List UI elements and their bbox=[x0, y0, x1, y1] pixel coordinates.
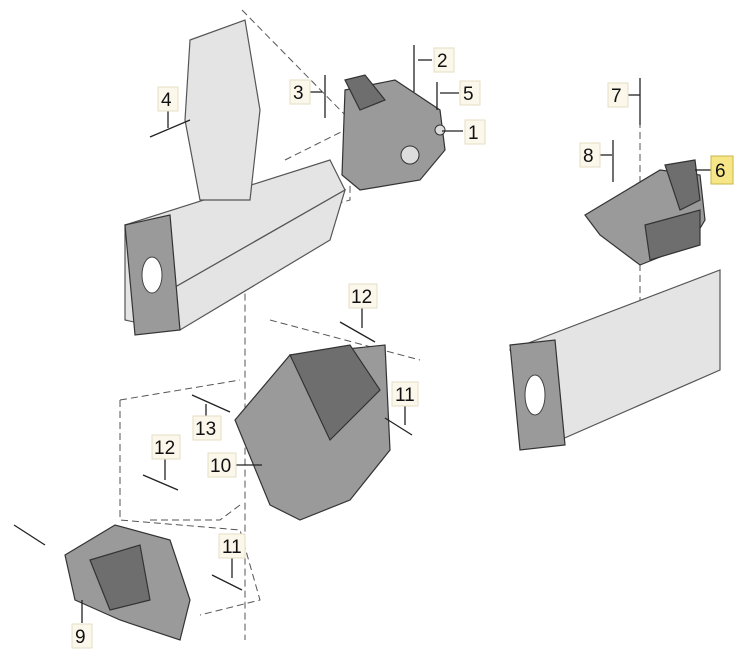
callout-3[interactable]: 3 bbox=[289, 79, 311, 105]
bolt-13 bbox=[191, 394, 231, 413]
bolt-11-upper bbox=[384, 417, 413, 436]
bolt-4 bbox=[149, 119, 191, 138]
gearbox-mount-part-6 bbox=[584, 159, 706, 266]
callout-6-highlighted[interactable]: 6 bbox=[710, 155, 734, 185]
bolts bbox=[13, 45, 641, 591]
svg-text:12: 12 bbox=[154, 438, 175, 459]
bracket-part-10 bbox=[234, 344, 391, 521]
svg-text:11: 11 bbox=[222, 537, 242, 558]
callout-4[interactable]: 4 bbox=[157, 86, 179, 112]
leader-lines bbox=[81, 59, 711, 623]
callout-12-upper[interactable]: 12 bbox=[348, 283, 378, 309]
svg-text:12: 12 bbox=[351, 287, 372, 308]
svg-text:1: 1 bbox=[468, 123, 479, 144]
svg-text:8: 8 bbox=[583, 146, 594, 167]
svg-text:4: 4 bbox=[161, 90, 172, 111]
engine-mount-part-1 bbox=[341, 74, 446, 191]
callout-9[interactable]: 9 bbox=[71, 623, 93, 649]
svg-text:13: 13 bbox=[195, 419, 216, 440]
bracket-part-9 bbox=[64, 524, 191, 641]
left-body-rail bbox=[124, 19, 347, 336]
callout-10[interactable]: 10 bbox=[207, 452, 237, 478]
callout-12-lower[interactable]: 12 bbox=[151, 434, 181, 460]
callout-1[interactable]: 1 bbox=[464, 119, 486, 145]
callout-5[interactable]: 5 bbox=[459, 80, 481, 106]
svg-text:2: 2 bbox=[437, 51, 448, 72]
bolt-11-lower bbox=[211, 574, 243, 591]
svg-text:11: 11 bbox=[395, 385, 415, 406]
callout-13[interactable]: 13 bbox=[192, 415, 222, 441]
svg-text:9: 9 bbox=[75, 627, 86, 648]
bolt-12-lower bbox=[142, 474, 179, 491]
callout-11-lower[interactable]: 11 bbox=[218, 533, 246, 559]
callout-2[interactable]: 2 bbox=[433, 47, 455, 73]
callout-7[interactable]: 7 bbox=[607, 82, 629, 108]
bolt-12-upper bbox=[339, 321, 376, 343]
svg-text:6: 6 bbox=[715, 161, 726, 182]
svg-text:3: 3 bbox=[293, 83, 304, 104]
callout-8[interactable]: 8 bbox=[579, 142, 601, 168]
svg-text:7: 7 bbox=[611, 86, 622, 107]
right-body-rail bbox=[509, 269, 721, 451]
bolt-left bbox=[13, 524, 46, 546]
svg-text:10: 10 bbox=[210, 456, 231, 477]
svg-text:5: 5 bbox=[463, 84, 474, 105]
callout-11-upper[interactable]: 11 bbox=[391, 381, 419, 407]
